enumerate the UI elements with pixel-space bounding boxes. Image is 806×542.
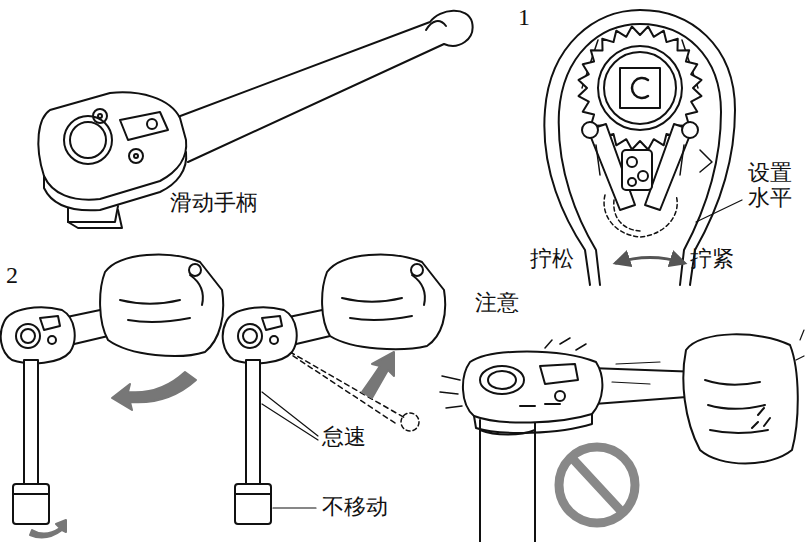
direction-label: 拧紧 bbox=[690, 246, 734, 271]
note-label: 注意 bbox=[475, 290, 519, 315]
turn-arrow bbox=[30, 520, 66, 538]
callout-number: 2 bbox=[6, 262, 18, 290]
wrench-misuse-figure bbox=[440, 330, 804, 542]
part-label: 不移动 bbox=[322, 494, 388, 519]
turn-arrow bbox=[112, 372, 196, 410]
part-label: 设置 水平 bbox=[748, 160, 799, 211]
wrench-figure bbox=[38, 11, 472, 228]
part-label: 怠速 bbox=[322, 424, 366, 449]
part-label: 滑动手柄 bbox=[170, 190, 258, 215]
ratchet-gear bbox=[579, 27, 702, 150]
turn-arrow bbox=[362, 352, 394, 398]
wrench-turn-figure bbox=[1, 255, 223, 524]
direction-label: 拧松 bbox=[530, 246, 574, 271]
callout-number: 1 bbox=[518, 4, 530, 32]
wrench-idle-figure bbox=[223, 255, 445, 524]
ratchet-head-closeup bbox=[544, 10, 742, 285]
